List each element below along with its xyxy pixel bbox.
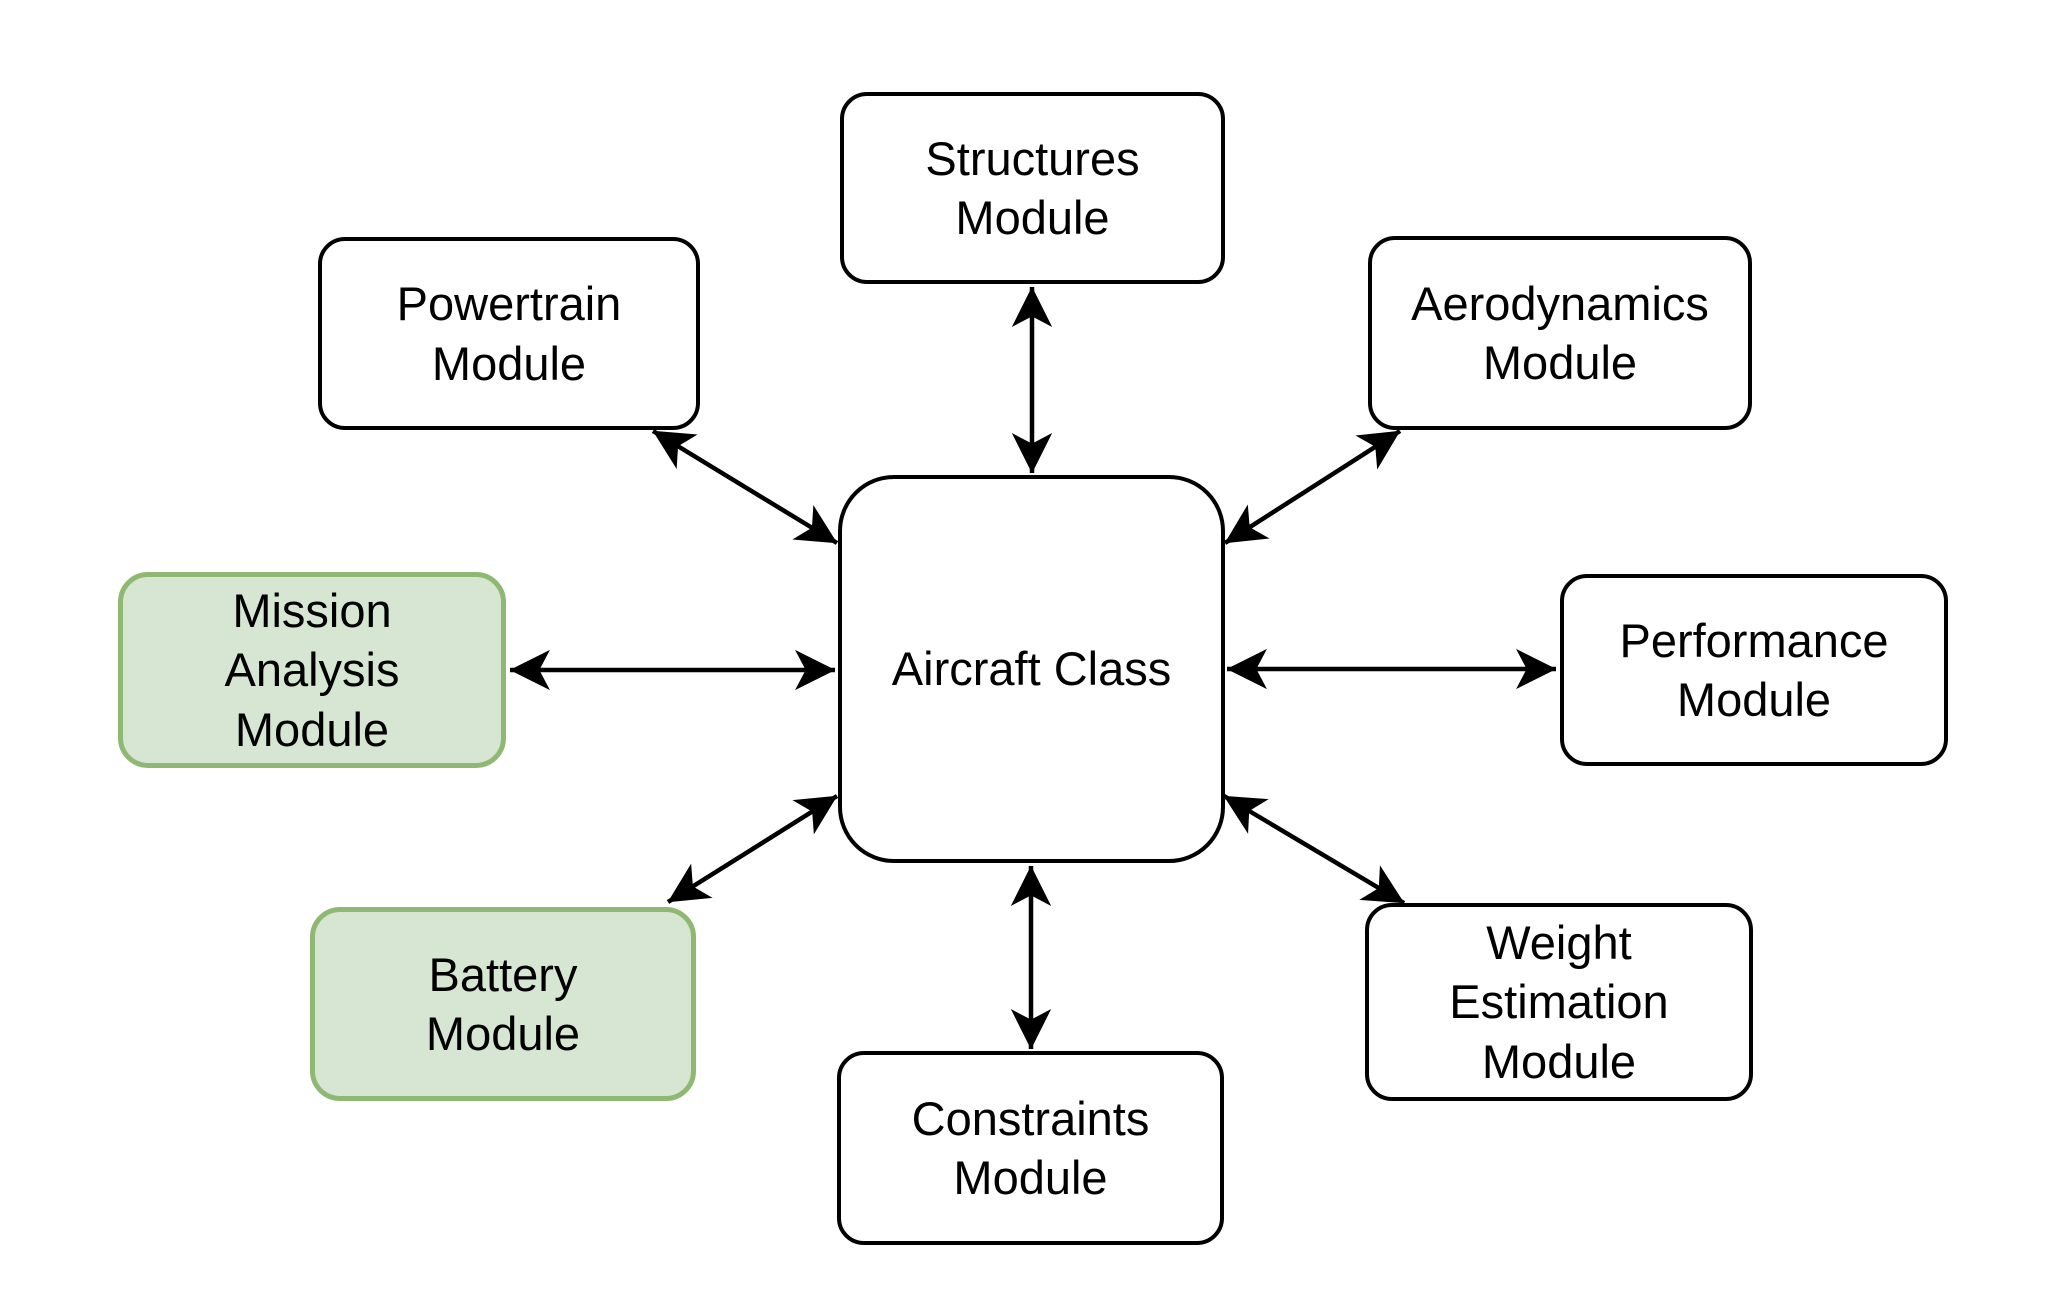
node-constraints-module: Constraints Module	[837, 1051, 1224, 1245]
connector-center-battery	[666, 794, 839, 904]
connector-center-powertrain	[651, 429, 839, 545]
node-performance-module: Performance Module	[1560, 574, 1948, 766]
node-weight-estimation-module: Weight Estimation Module	[1365, 903, 1753, 1101]
node-battery-module: Battery Module	[310, 907, 696, 1101]
node-powertrain-module: Powertrain Module	[318, 237, 700, 430]
node-structures-module: Structures Module	[840, 92, 1225, 284]
connector-center-aerodynamics	[1223, 429, 1402, 545]
node-mission-analysis-module: Mission Analysis Module	[118, 572, 506, 768]
node-aircraft-class: Aircraft Class	[838, 475, 1225, 863]
node-aerodynamics-module: Aerodynamics Module	[1368, 236, 1752, 430]
connector-center-weight	[1222, 794, 1406, 905]
